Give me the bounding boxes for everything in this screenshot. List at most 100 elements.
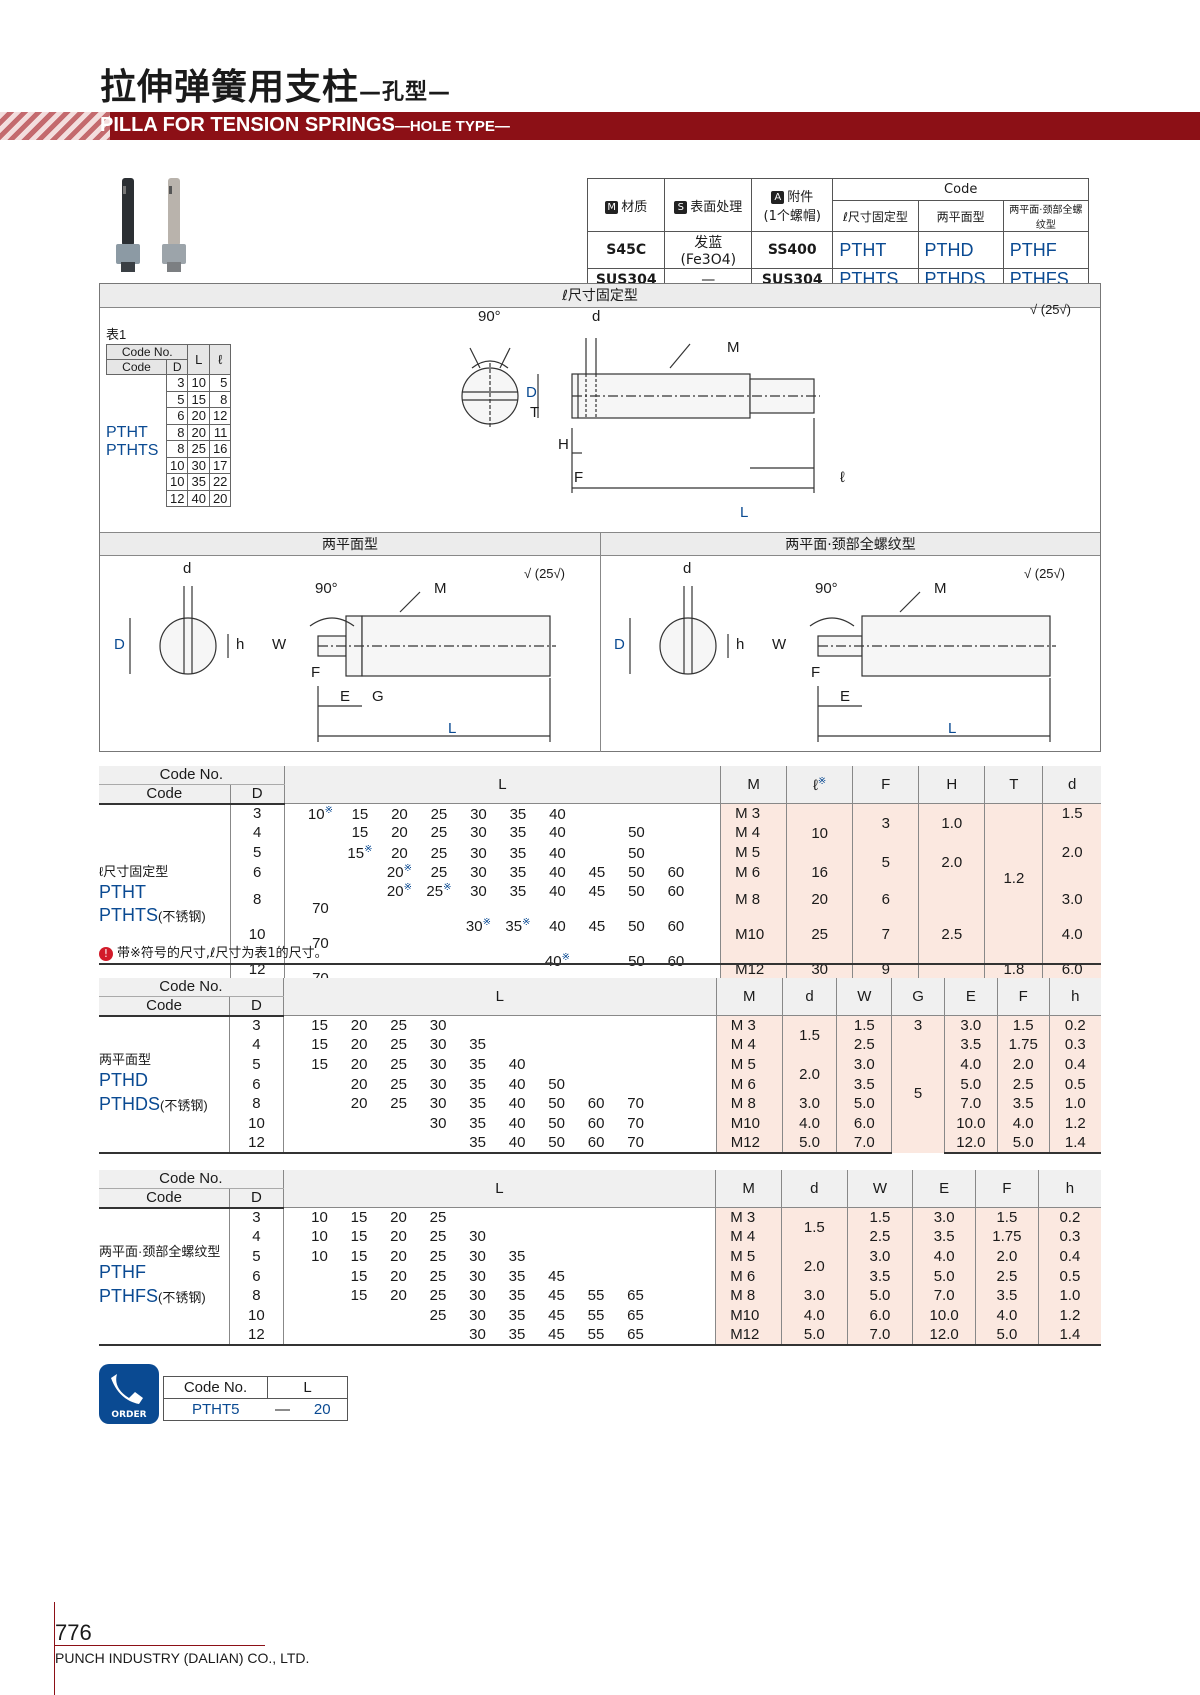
cell: 4.0	[781, 1113, 837, 1134]
L-value	[617, 806, 657, 823]
L-num: 20	[350, 1017, 368, 1035]
cell: 7.0	[943, 1093, 998, 1114]
cell: 1.5	[846, 1207, 913, 1228]
L-value: 50	[617, 918, 657, 935]
cell: 2.5	[996, 1074, 1050, 1094]
L-num: 25	[429, 1267, 447, 1285]
L-value: 25	[419, 845, 459, 862]
cell: 2.0	[918, 842, 985, 882]
L-value	[339, 1134, 379, 1151]
cell: 5	[165, 390, 189, 408]
L-value: 55	[576, 1287, 616, 1304]
L-num: 45	[548, 1267, 565, 1285]
table_b-h-M: M	[715, 978, 783, 1017]
order-L: 20	[297, 1398, 348, 1421]
cell: 2.0	[996, 1054, 1050, 1075]
L-value: 55	[576, 1307, 616, 1324]
L-num: 35	[508, 1306, 526, 1324]
cell: 1.2	[1037, 1305, 1101, 1326]
page-rule-vertical	[54, 1602, 55, 1695]
L-num: 35	[469, 1133, 486, 1151]
L-num: 20	[391, 824, 408, 842]
L-num: 10	[311, 1209, 328, 1227]
label-F-flat: F	[311, 664, 321, 681]
spec-row: S45C 发蓝(Fe3O4) SS400 PTHT PTHD PTHF	[586, 231, 1090, 269]
L-num: 35	[509, 805, 527, 823]
L-value: 70	[301, 935, 341, 952]
L-value	[301, 883, 341, 900]
L-value: 25	[418, 1307, 458, 1324]
cell: 4	[229, 1227, 284, 1247]
L-num: 15	[311, 1036, 328, 1054]
cell: 1.75	[975, 1227, 1039, 1247]
ta-h-T: T	[984, 766, 1043, 805]
cell: 2.0	[781, 1054, 837, 1094]
cell: 5.0	[996, 1133, 1050, 1154]
spec-code-1: PTHT	[832, 231, 919, 269]
L-value: 50	[537, 1115, 577, 1132]
cell: 40	[187, 489, 210, 507]
ta-h-L: L	[283, 766, 721, 805]
L-value	[576, 1228, 616, 1245]
L-value: 30	[458, 1326, 498, 1343]
cell: 4.0	[912, 1246, 976, 1267]
note-fixed: !带※符号的尺寸,ℓ尺寸为表1的尺寸。	[99, 943, 1101, 965]
label-E-thread: E	[840, 688, 851, 705]
L-num: 50	[628, 952, 645, 970]
L-value	[656, 845, 696, 862]
L-value: 15	[339, 1248, 379, 1265]
drawing-fixed	[461, 338, 820, 493]
ta-h-F: F	[852, 766, 919, 805]
cell: 3.0	[781, 1093, 837, 1114]
table_b-h-D: D	[229, 996, 284, 1017]
L-value	[497, 1017, 537, 1034]
L-value: 35	[498, 864, 538, 881]
cell: 11	[208, 423, 232, 441]
L-value: 30	[459, 864, 499, 881]
L-value	[616, 1036, 656, 1053]
section-divider	[600, 532, 601, 752]
cell: 8	[229, 1285, 284, 1306]
table_b-h-L: L	[282, 978, 717, 1017]
cell: 10	[229, 916, 285, 952]
L-num: 20	[390, 1209, 407, 1227]
L-value: 40	[497, 1056, 537, 1073]
L-num: 35	[469, 1036, 486, 1054]
cell: 20	[786, 881, 853, 917]
cell: 7.0	[912, 1285, 976, 1306]
L-value	[340, 918, 380, 935]
label-E-flat: E	[340, 688, 351, 705]
roughness-mark-flat: √ (25√)	[524, 566, 566, 581]
cell: 2.0	[781, 1246, 848, 1286]
label-l: ℓ	[840, 469, 845, 486]
L-value: 50	[617, 864, 657, 881]
L-num: 15	[311, 1056, 328, 1074]
L-value: 35	[497, 1268, 537, 1285]
t1-h-L: L	[187, 344, 210, 375]
L-num: 40	[549, 917, 566, 935]
L-value	[537, 1209, 577, 1226]
table_b-code1: PTHD	[99, 1070, 148, 1091]
L-num: 25	[429, 1306, 447, 1324]
L-num: 30	[429, 1075, 447, 1093]
L-value: 40	[497, 1076, 537, 1093]
L-num: 15	[350, 1287, 368, 1305]
ta-code2: PTHTS(不锈钢)	[99, 905, 206, 926]
L-value	[419, 918, 459, 935]
cell: 3	[891, 1015, 945, 1036]
t1-h-code: Code	[106, 359, 167, 375]
cell: 5	[208, 374, 232, 392]
L-value	[497, 1036, 537, 1053]
L-value: 10	[300, 1228, 340, 1245]
cell: 7.0	[846, 1325, 913, 1346]
L-num: 30	[429, 1017, 447, 1035]
table_c-h-E: E	[912, 1170, 976, 1209]
